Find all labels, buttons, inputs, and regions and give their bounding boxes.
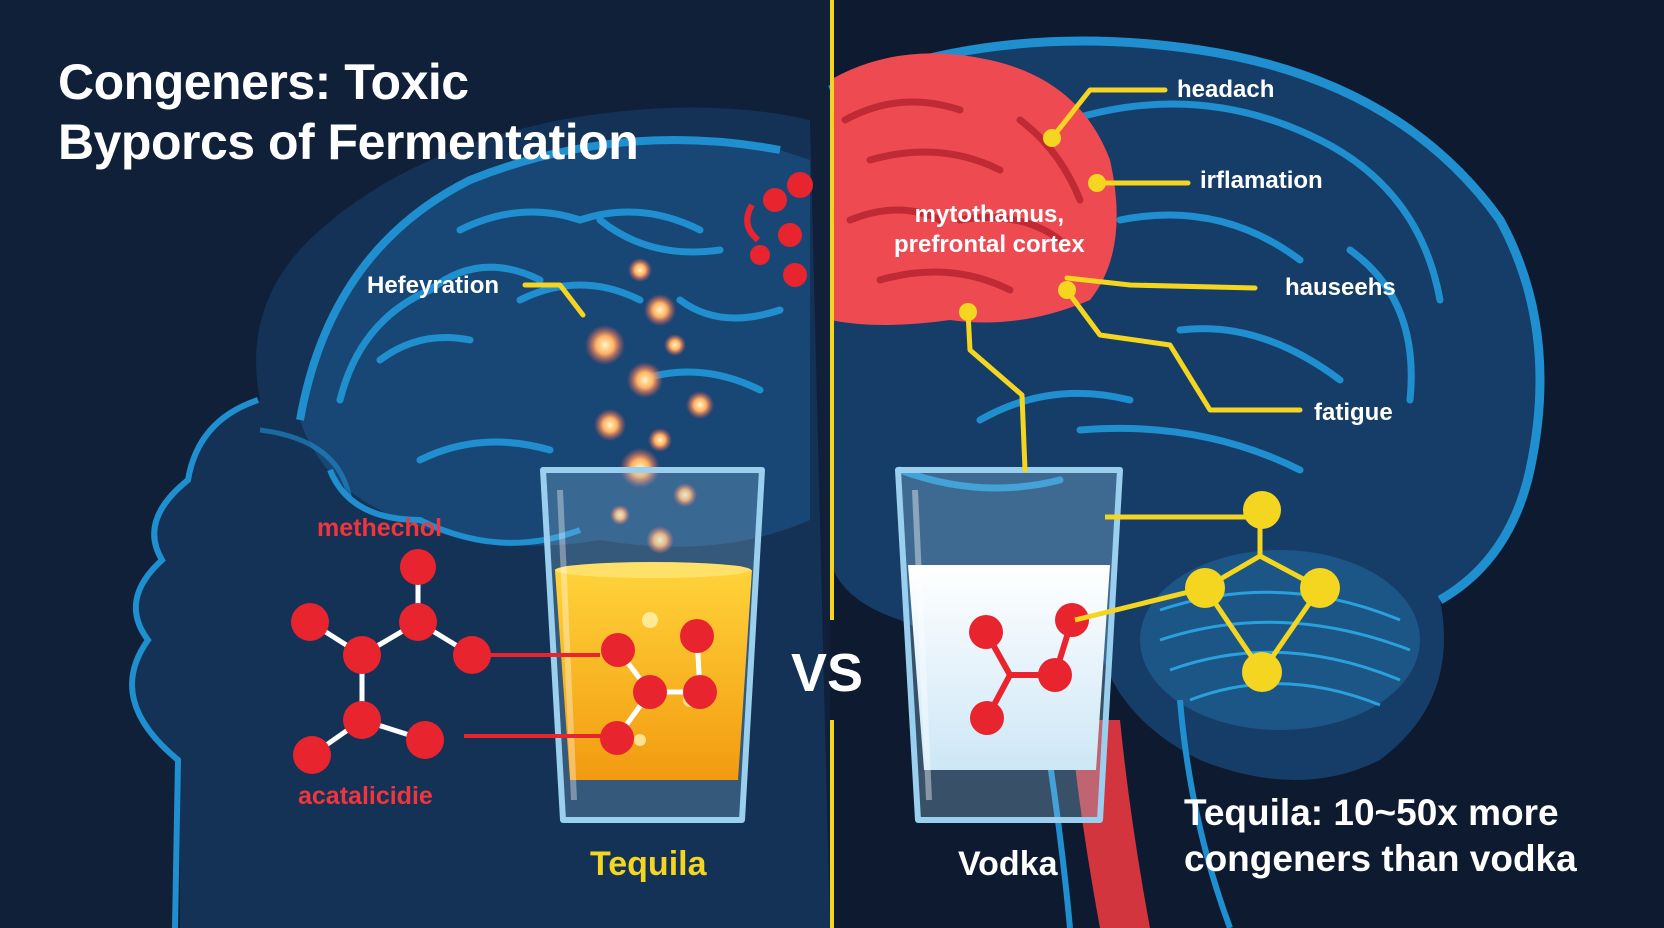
title-line-1: Congeners: Toxic bbox=[58, 54, 469, 110]
vodka-label: Vodka bbox=[958, 845, 1058, 883]
effect-label-2: hauseehs bbox=[1285, 274, 1396, 301]
comparison-line-2: congeners than vodka bbox=[1184, 838, 1577, 879]
connectors bbox=[522, 87, 1303, 473]
tequila-glass bbox=[540, 467, 765, 823]
molecule-bottom-label: acatalicidie bbox=[298, 782, 433, 810]
page-title: Congeners: Toxic Byporcs of Fermentation bbox=[58, 52, 639, 172]
left-callout-label: Hefeyration bbox=[367, 272, 500, 299]
tequila-label: Tequila bbox=[590, 845, 707, 883]
effect-label-3: fatigue bbox=[1314, 399, 1393, 426]
brain-molecule bbox=[744, 172, 813, 287]
tequila-molecule bbox=[600, 619, 717, 755]
yellow-molecule bbox=[1074, 491, 1340, 692]
comparison-fact: Tequila: 10~50x more congeners than vodk… bbox=[1184, 790, 1577, 882]
region-label: mytothamus, prefrontal cortex bbox=[894, 200, 1085, 260]
effect-label-1: irflamation bbox=[1200, 167, 1323, 194]
effect-label-0: headach bbox=[1177, 76, 1275, 103]
connector-dots bbox=[959, 129, 1106, 321]
region-label-line-2: prefrontal cortex bbox=[894, 231, 1085, 258]
left-molecule bbox=[291, 549, 605, 774]
vodka-glass bbox=[895, 467, 1123, 823]
vs-label: VS bbox=[791, 643, 864, 703]
molecule-top-label: methechol bbox=[317, 514, 443, 542]
title-line-2: Byporcs of Fermentation bbox=[58, 114, 639, 170]
rising-bubbles bbox=[585, 258, 714, 554]
region-label-line-1: mytothamus, bbox=[914, 201, 1065, 228]
comparison-line-1: Tequila: 10~50x more bbox=[1184, 792, 1559, 833]
vodka-molecule bbox=[969, 603, 1089, 735]
highlight-region bbox=[830, 53, 1117, 325]
